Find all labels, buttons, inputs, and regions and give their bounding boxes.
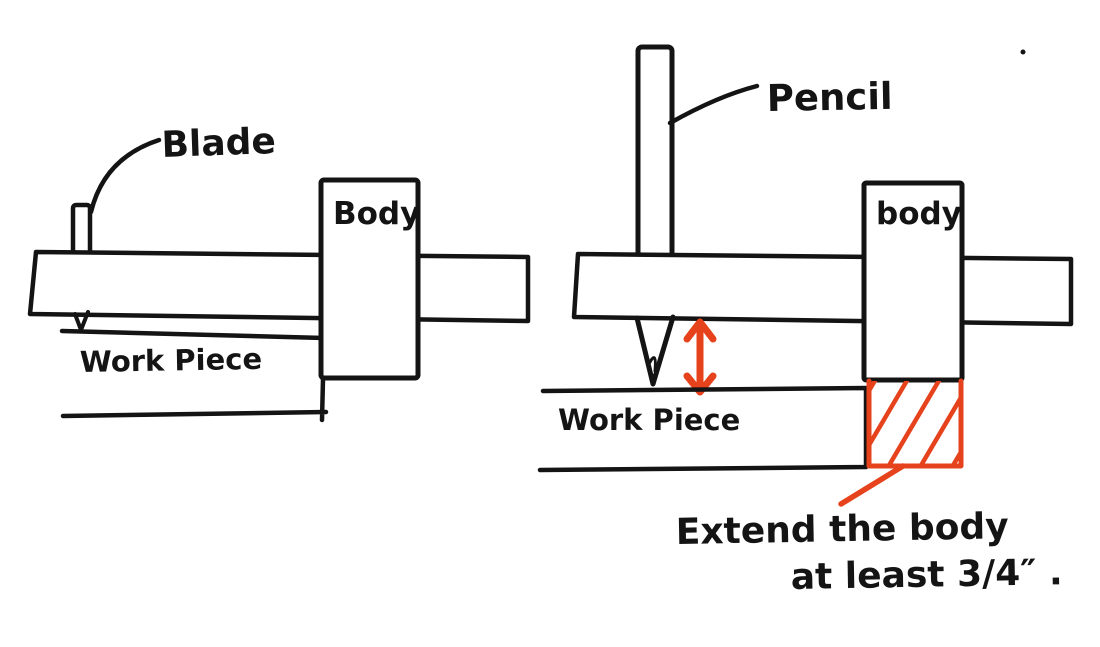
blade-leader-line — [88, 137, 162, 215]
blade-label: Blade — [161, 121, 277, 166]
pencil-shape — [635, 44, 675, 268]
pencil-leader-line — [667, 83, 760, 126]
beam — [571, 251, 1074, 327]
body-label: Body — [333, 196, 420, 232]
annotation-line-1: Extend the body — [675, 506, 1009, 553]
gap-arrow-head-up — [683, 318, 717, 343]
extension-leader-line — [838, 463, 906, 507]
extension-hatch-lines — [869, 381, 961, 467]
pencil-lead-detail — [646, 356, 657, 373]
pencil-label: Pencil — [766, 75, 893, 120]
workpiece-shape — [537, 385, 869, 473]
extension-outline — [866, 378, 964, 469]
body-shape — [861, 180, 965, 383]
beam — [27, 249, 531, 324]
right-diagram: Pencil body Work Piece Extend the body a… — [537, 44, 1074, 598]
body-extension-hatched — [838, 378, 964, 507]
blade-shape — [70, 202, 93, 258]
body-shape — [318, 177, 421, 381]
body-label: body — [876, 196, 962, 232]
stray-ink-dot — [1020, 49, 1026, 55]
gap-double-arrow-icon — [683, 318, 717, 396]
pencil-tip — [634, 314, 676, 387]
gap-arrow-head-down — [683, 372, 717, 396]
annotation-line-2: at least 3/4″ . — [790, 552, 1062, 598]
workpiece-label: Work Piece — [558, 403, 740, 437]
left-diagram: Blade Body Work Piece — [27, 121, 531, 423]
workpiece-label: Work Piece — [80, 342, 263, 379]
